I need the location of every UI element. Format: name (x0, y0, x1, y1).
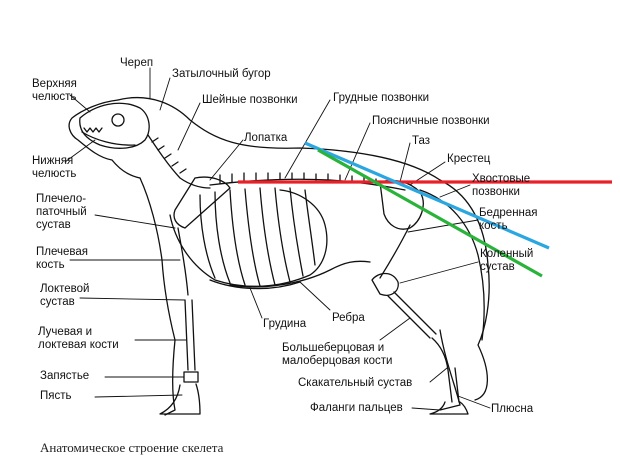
ribcage (169, 189, 328, 287)
leader-femur (407, 219, 479, 233)
label-femur: Бедренная кость (479, 207, 538, 232)
eye-orbit (111, 113, 125, 127)
label-cervical: Шейные позвонки (202, 94, 298, 106)
radius-ulna-bone (184, 299, 196, 371)
label-pelvis: Таз (412, 135, 431, 147)
leader-caudal (439, 184, 471, 198)
label-tarsal-joint: Скакательный сустав (298, 377, 413, 389)
skull-shape (79, 102, 150, 149)
leader-scapula (209, 139, 244, 181)
label-scapula: Лопатка (244, 132, 288, 144)
leader-elbow (79, 297, 186, 301)
label-radius-ulna: Лучевая и локтевая кости (38, 326, 119, 351)
label-occipital: Затылочный бугор (172, 68, 271, 80)
label-tibia-fibula: Большеберцовая и малоберцовая кости (282, 342, 393, 367)
body-outline (117, 96, 490, 401)
front-paw (159, 383, 201, 415)
leader-phalanges (411, 407, 441, 411)
humerus-bone (177, 227, 189, 296)
label-sacrum: Крестец (447, 153, 491, 165)
label-upper-jaw: Верхняя челюсть (32, 78, 77, 103)
diagram-caption: Анатомическое строение скелета (40, 440, 224, 455)
leader-tarsal (429, 367, 448, 383)
neck-front (139, 177, 176, 341)
label-elbow: Локтевой сустав (40, 283, 90, 308)
label-humerus: Плечевая кость (36, 246, 88, 271)
rear-leg-outline (439, 329, 461, 411)
leader-tibia (379, 317, 411, 341)
leader-metacarpus (94, 394, 183, 398)
label-sternum: Грудина (263, 318, 307, 330)
hock-bone (431, 337, 449, 371)
leader-lumbar (344, 122, 371, 181)
femur-bone (379, 224, 411, 279)
green-overlay-line (317, 148, 543, 278)
label-stifle: Коленный сустав (480, 248, 534, 273)
label-carpus: Запястье (40, 370, 90, 382)
label-lumbar: Поясничные позвонки (372, 115, 490, 127)
leader-pelvis (399, 142, 411, 183)
label-shoulder-joint: Плечело- паточный сустав (36, 193, 87, 231)
carpus-bone (183, 371, 199, 383)
jaw-shape (81, 131, 136, 146)
front-leg-outline (164, 339, 176, 416)
leader-occipital (159, 77, 171, 111)
blue-overlay-line (304, 141, 550, 250)
label-thoracic: Грудные позвонки (333, 92, 430, 104)
hind-paw (429, 401, 469, 415)
stifle-bone (371, 272, 399, 296)
teeth (83, 127, 103, 133)
head-outline (68, 99, 141, 179)
leader-sternum (249, 287, 263, 319)
leader-shoulder (94, 214, 176, 229)
scapula-shape (173, 176, 231, 229)
label-lower-jaw: Нижняя челюсть (32, 155, 77, 180)
label-ribs: Ребра (332, 312, 365, 324)
leader-metatarsus (457, 395, 491, 409)
label-caudal: Хвостовые позвонки (472, 173, 531, 198)
leader-upper-jaw (69, 94, 91, 113)
tibia-bone (387, 291, 437, 339)
sternum-shape (209, 279, 301, 290)
label-phalanges: Фаланги пальцев (310, 402, 403, 414)
cervical-spine (147, 134, 211, 189)
belly-line (229, 260, 371, 288)
leader-cervical (177, 102, 201, 151)
label-skull: Череп (120, 57, 154, 69)
label-metatarsus: Плюсна (491, 403, 534, 415)
leader-ribs (299, 281, 331, 311)
leader-stifle (399, 261, 479, 284)
leader-thoracic (284, 99, 331, 179)
label-metacarpus: Пясть (40, 390, 72, 402)
leader-lower-jaw (64, 139, 96, 163)
